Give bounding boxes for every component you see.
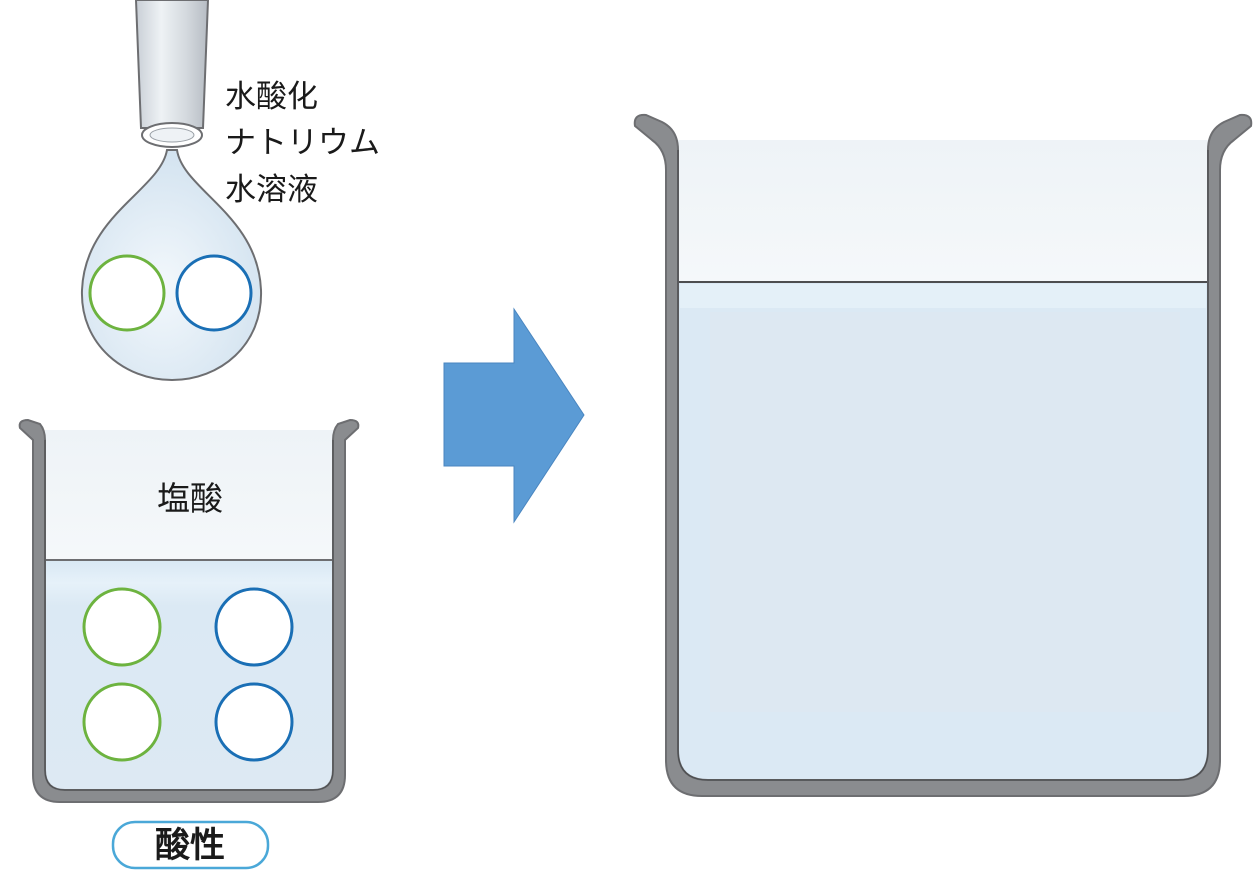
- green-particle: [88, 254, 166, 332]
- green-particle: [82, 587, 162, 667]
- dropper-label-line-2: ナトリウム: [225, 125, 380, 161]
- dropper-label-line-3: 水溶液: [225, 172, 318, 208]
- large-beaker: [633, 113, 1253, 797]
- arrow-right-icon: [443, 307, 585, 524]
- result-badge-label: 酸性: [155, 826, 225, 866]
- pipette: [134, 0, 210, 148]
- blue-particle: [214, 587, 294, 667]
- result-badge: 酸性: [111, 820, 270, 870]
- blue-particle: [175, 254, 253, 332]
- dropper-label-line-1: 水酸化: [225, 79, 318, 115]
- small-beaker: [18, 418, 360, 803]
- small-beaker-label: 塩酸: [157, 479, 223, 518]
- green-particle: [82, 682, 162, 762]
- droplet: [80, 149, 263, 382]
- blue-particle: [214, 682, 294, 762]
